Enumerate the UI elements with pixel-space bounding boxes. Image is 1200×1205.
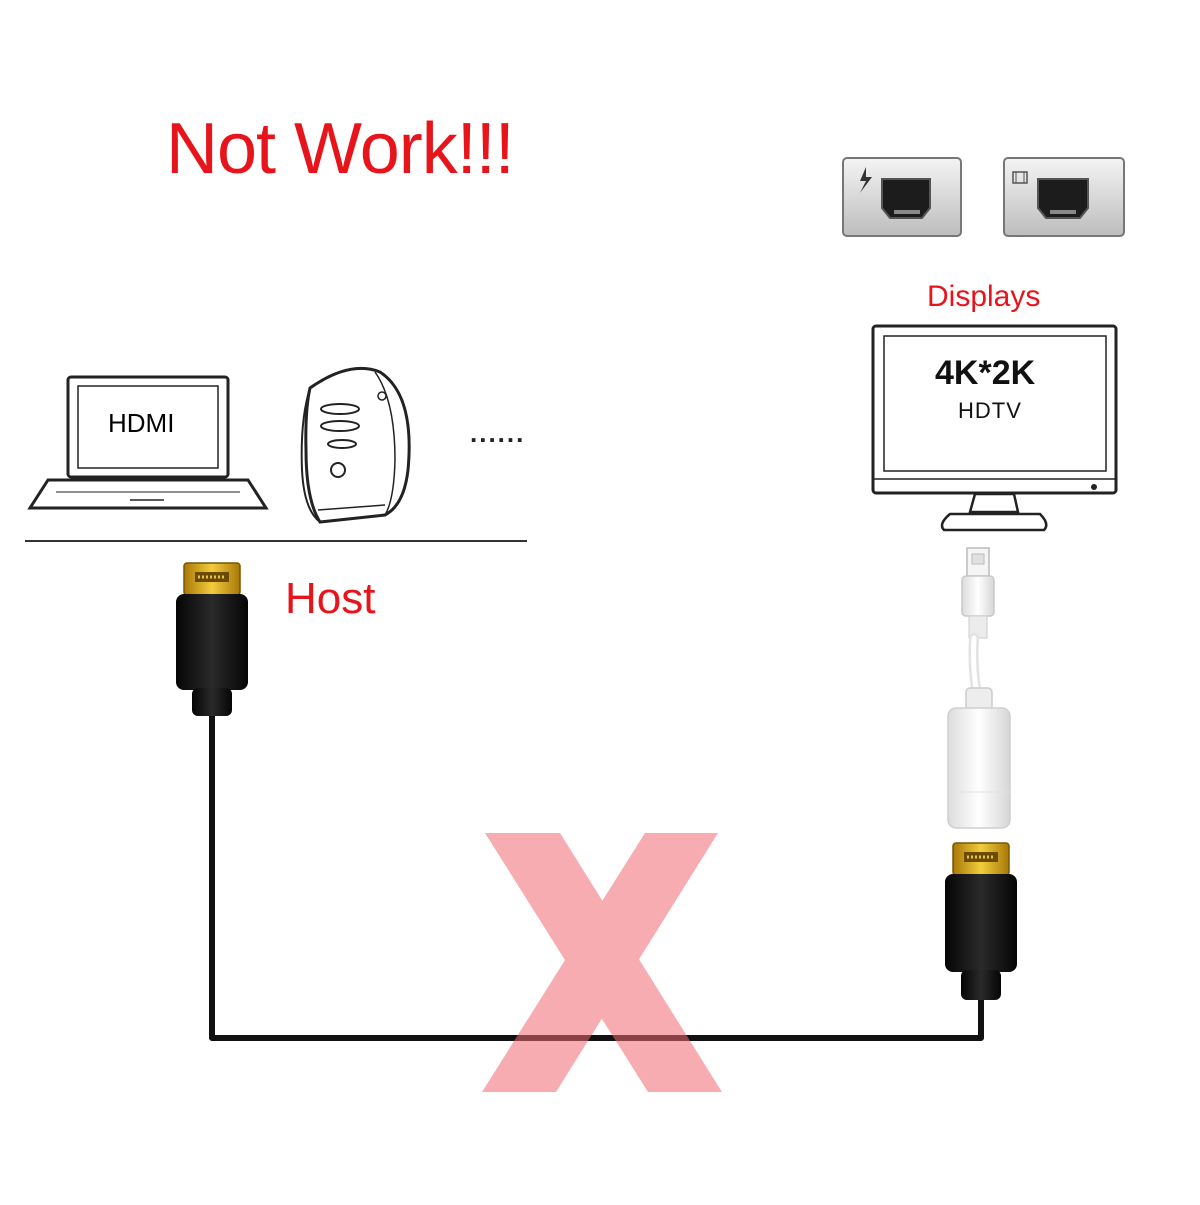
mini-displayport-icon	[1003, 157, 1125, 237]
display-type-label: HDTV	[958, 398, 1022, 423]
hdmi-plug-host	[176, 562, 248, 716]
laptop-icon	[27, 375, 269, 510]
more-devices-ellipsis: ......	[470, 418, 526, 448]
hdmi-cable	[209, 714, 984, 1041]
not-work-cross-icon	[482, 833, 722, 1092]
mini-displayport-plug	[961, 547, 995, 705]
laptop-screen-label: HDMI	[108, 408, 175, 438]
hdmi-plug-display	[945, 842, 1017, 1000]
monitor-icon	[871, 324, 1118, 532]
thunderbolt-icon	[842, 157, 962, 237]
displays-label: Displays	[927, 280, 1041, 313]
host-label: Host	[285, 574, 376, 623]
display-resolution-label: 4K*2K	[935, 354, 1036, 392]
desktop-tower-icon	[300, 366, 411, 524]
headline: Not Work!!!	[166, 109, 515, 189]
hdmi-adapter-body	[947, 687, 1011, 829]
